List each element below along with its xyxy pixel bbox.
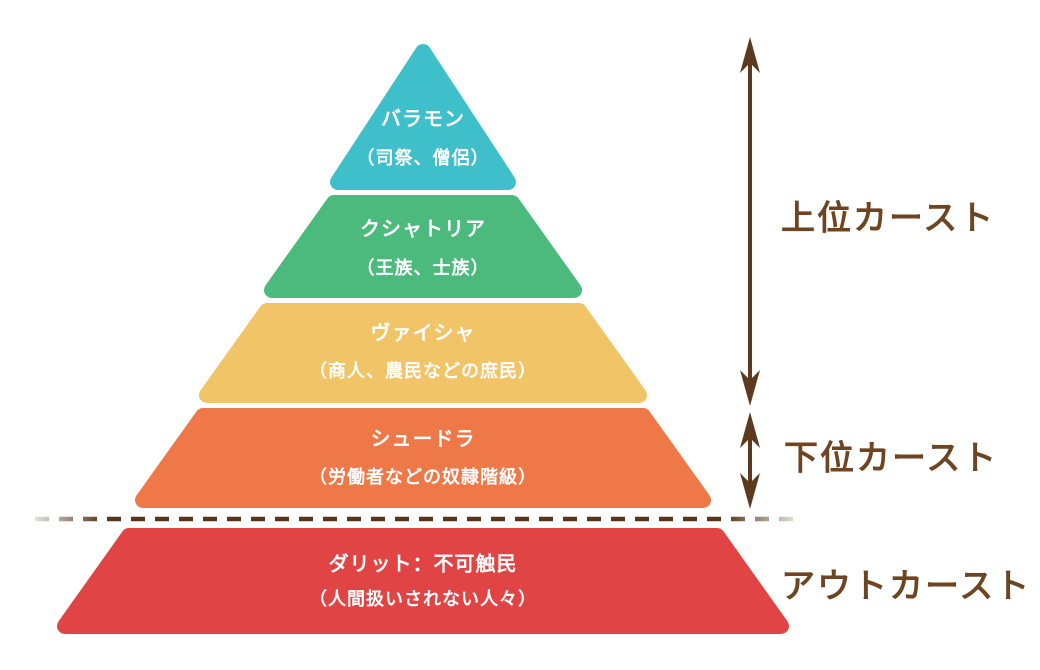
pyramid-level-brahmin — [330, 44, 516, 190]
pyramid-level-shudra — [135, 408, 711, 508]
lower-caste-label: 下位カースト — [784, 439, 999, 478]
outcaste-label: アウトカースト — [781, 567, 1032, 606]
pyramid-level-vaishya — [199, 303, 647, 403]
pyramid-level-dalit — [57, 528, 789, 634]
lower-caste-range-arrow-icon — [740, 412, 760, 509]
upper-caste-label: 上位カースト — [781, 199, 996, 238]
upper-caste-range-arrow-icon — [740, 37, 760, 406]
pyramid-level-kshatriya — [264, 195, 582, 298]
